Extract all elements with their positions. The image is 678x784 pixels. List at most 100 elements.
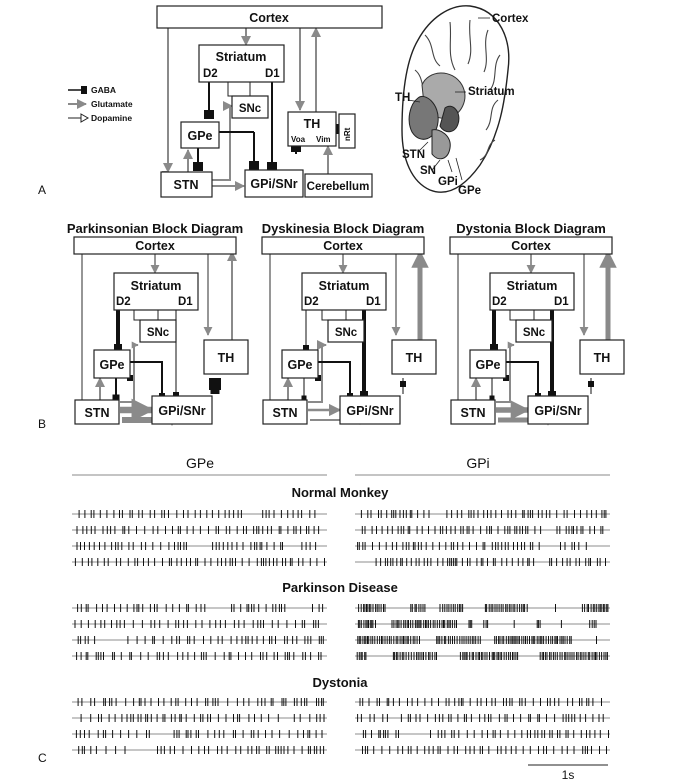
cortex-box xyxy=(156,5,383,29)
brain-section-illustration: Cortex Striatum TH STN SN GPi GPe xyxy=(395,5,529,197)
dyskinesia-snc-box xyxy=(327,319,365,343)
cerebellum-box xyxy=(304,173,373,198)
nrt-box xyxy=(338,113,356,149)
striatum-label: Striatum xyxy=(216,50,267,64)
dystonia-snc-box xyxy=(515,319,553,343)
legend-gaba: GABA xyxy=(91,85,116,95)
stn-box xyxy=(160,171,213,198)
dyskinesia-d2-label: D2 xyxy=(304,296,319,308)
parkinsonian-stn-box xyxy=(74,399,120,425)
dystonia-gpe-label: GPe xyxy=(475,358,500,372)
snc-box xyxy=(231,95,269,119)
cerebellum-label: Cerebellum xyxy=(307,181,370,193)
dyskinesia-th-box xyxy=(391,339,437,375)
dyskinesia-gpe-label: GPe xyxy=(287,358,312,372)
dystonia-d1-label: D1 xyxy=(554,296,569,308)
brain-cortex-label: Cortex xyxy=(492,13,529,25)
d1-label: D1 xyxy=(265,68,280,80)
gpe-box xyxy=(180,121,220,149)
parkinsonian-d2-label: D2 xyxy=(116,296,131,308)
dystonia-heading: Dystonia xyxy=(313,675,369,690)
dystonia-gpe-box xyxy=(469,349,507,379)
parkinsonian-cortex-box xyxy=(73,236,237,255)
panel-label-b: B xyxy=(38,417,46,431)
panel-label-a: A xyxy=(38,183,46,197)
nrt-label: nRt xyxy=(343,127,352,141)
legend: GABA Glutamate Dopamine xyxy=(68,85,133,123)
parkinsonian-striatum-box xyxy=(113,272,199,311)
dyskinesia-cortex-label: Cortex xyxy=(323,239,363,253)
vim-label: Vim xyxy=(316,135,331,144)
dyskinesia-stn-label: STN xyxy=(273,406,298,420)
parkinsonian-gpe-box xyxy=(93,349,131,379)
dystonia-cortex-label: Cortex xyxy=(511,239,551,253)
gpe-column-title: GPe xyxy=(186,455,214,471)
gpi-column-title: GPi xyxy=(466,455,489,471)
dystonia-stn-box xyxy=(450,399,496,425)
normal-monkey-heading: Normal Monkey xyxy=(292,485,390,500)
dyskinesia-snc-label: SNc xyxy=(335,327,358,339)
panel-a-diagram: Cortex Striatum D2 D1 SNc GPe TH Voa Vim… xyxy=(156,5,383,198)
scale-bar-label: 1s xyxy=(562,768,575,782)
dystonia-striatum-label: Striatum xyxy=(507,279,558,293)
striatum-box xyxy=(198,44,285,83)
parkinsonian-cortex-label: Cortex xyxy=(135,239,175,253)
parkinsonian-snc-box xyxy=(139,319,177,343)
dystonia-cortex-box xyxy=(449,236,613,255)
dopamine-legend-icon xyxy=(80,113,90,123)
parkinsonian-gpe-label: GPe xyxy=(99,358,124,372)
dystonia-gpi-snr-label: GPi/SNr xyxy=(534,404,581,418)
gaba-legend-icon xyxy=(81,86,87,94)
dystonia-th-label: TH xyxy=(594,351,611,365)
panel-c-raster: GPe GPi Normal Monkey Parkinson Disease … xyxy=(72,455,610,782)
dyskinesia-gpe-box xyxy=(281,349,319,379)
parkinson-disease-heading: Parkinson Disease xyxy=(282,580,398,595)
parkinsonian-th-box xyxy=(203,339,249,375)
parkinsonian-snc-label: SNc xyxy=(147,327,170,339)
dystonia-stn-label: STN xyxy=(461,406,486,420)
dystonia-gpi-snr-box xyxy=(527,395,589,425)
panel-b-block-diagrams: Parkinsonian Block DiagramCortexStriatum… xyxy=(67,221,625,427)
dystonia-th-box xyxy=(579,339,625,375)
gpi-snr-box xyxy=(244,169,304,198)
dyskinesia-striatum-box xyxy=(301,272,387,311)
dyskinesia-d1-label: D1 xyxy=(366,296,381,308)
brain-th-label: TH xyxy=(395,92,410,104)
dyskinesia-gpi-snr-box xyxy=(339,395,401,425)
brain-sn-label: SN xyxy=(420,165,436,177)
brain-striatum-label: Striatum xyxy=(468,86,515,98)
dystonia-d2-label: D2 xyxy=(492,296,507,308)
dyskinesia-block-diagram: Dyskinesia Block DiagramCortexStriatumSN… xyxy=(261,221,437,425)
dystonia-block-diagram: Dystonia Block DiagramCortexStriatumSNcG… xyxy=(449,221,625,426)
panel-label-c: C xyxy=(38,751,47,765)
parkinsonian-block-diagram: Parkinsonian Block DiagramCortexStriatum… xyxy=(67,221,249,427)
dystonia-title: Dystonia Block Diagram xyxy=(456,221,606,236)
gpi-snr-label: GPi/SNr xyxy=(250,177,297,191)
th-box xyxy=(287,111,337,147)
dystonia-striatum-box xyxy=(489,272,575,311)
brain-gpi-label: GPi xyxy=(438,176,458,188)
parkinsonian-d1-label: D1 xyxy=(178,296,193,308)
dyskinesia-title: Dyskinesia Block Diagram xyxy=(262,221,425,236)
snc-label: SNc xyxy=(239,103,262,115)
dyskinesia-cortex-box xyxy=(261,236,425,255)
dyskinesia-stn-box xyxy=(262,399,308,425)
parkinsonian-title: Parkinsonian Block Diagram xyxy=(67,221,243,236)
th-label: TH xyxy=(304,117,321,131)
spike-trains xyxy=(72,510,610,754)
parkinsonian-stn-label: STN xyxy=(85,406,110,420)
voa-label: Voa xyxy=(291,135,306,144)
parkinsonian-th-label: TH xyxy=(218,351,235,365)
d2-label: D2 xyxy=(203,68,218,80)
dyskinesia-striatum-label: Striatum xyxy=(319,279,370,293)
parkinsonian-gpi-snr-label: GPi/SNr xyxy=(158,404,205,418)
cortex-label: Cortex xyxy=(249,11,289,25)
stn-label: STN xyxy=(174,178,199,192)
gpe-label: GPe xyxy=(187,129,212,143)
brain-stn-label: STN xyxy=(402,149,425,161)
dyskinesia-th-label: TH xyxy=(406,351,423,365)
dystonia-snc-label: SNc xyxy=(523,327,546,339)
parkinsonian-gpi-snr-box xyxy=(151,395,213,425)
dyskinesia-gpi-snr-label: GPi/SNr xyxy=(346,404,393,418)
